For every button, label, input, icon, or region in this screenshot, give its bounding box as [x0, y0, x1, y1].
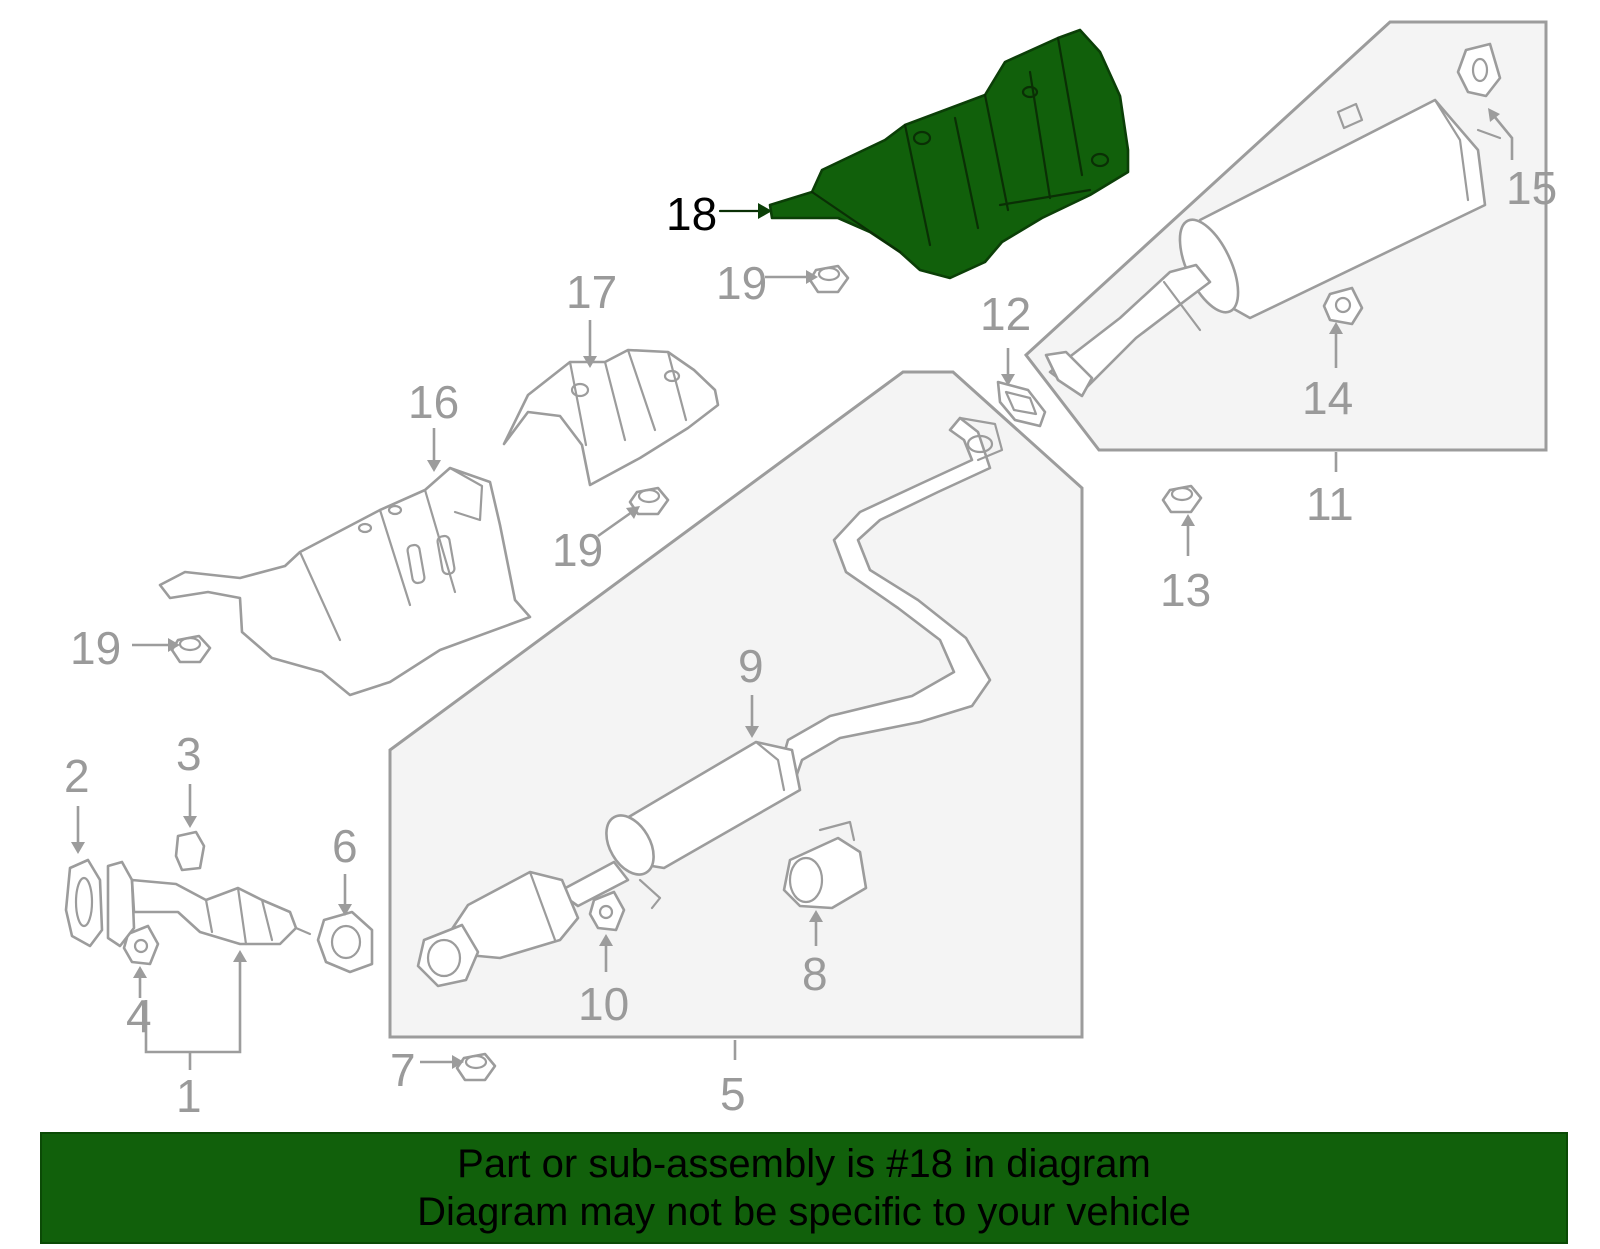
- callout-15[interactable]: 15: [1506, 162, 1557, 214]
- callout-18[interactable]: 18: [666, 188, 717, 240]
- callout-19-middle[interactable]: 19: [552, 524, 603, 576]
- part-2-gasket[interactable]: [64, 858, 104, 948]
- callout-4[interactable]: 4: [126, 990, 152, 1042]
- catalytic-converter[interactable]: [416, 870, 580, 988]
- callout-labels: 18 19 17 16 19 19 12 15 14 11 13 9 8 10 …: [64, 162, 1557, 1122]
- part-18-heat-shield[interactable]: [768, 28, 1130, 280]
- part-14-hanger[interactable]: [1322, 286, 1364, 326]
- part-3-nut[interactable]: [174, 830, 206, 872]
- part-1-front-pipe[interactable]: [106, 860, 312, 948]
- callout-12[interactable]: 12: [980, 288, 1031, 340]
- callout-2[interactable]: 2: [64, 750, 90, 802]
- group-panel-5: [388, 370, 1084, 1039]
- callout-8[interactable]: 8: [802, 948, 828, 1000]
- callout-14[interactable]: 14: [1302, 372, 1353, 424]
- callout-16[interactable]: 16: [408, 376, 459, 428]
- callout-9[interactable]: 9: [738, 640, 764, 692]
- part-16-heat-shield[interactable]: [158, 466, 532, 697]
- part-12-gasket[interactable]: [996, 380, 1047, 428]
- part-11-muffler[interactable]: [1044, 98, 1502, 398]
- leader-lines: [71, 108, 1514, 1070]
- part-10-hanger[interactable]: [588, 890, 626, 932]
- part-17-heat-shield[interactable]: [502, 348, 720, 487]
- callout-17[interactable]: 17: [566, 266, 617, 318]
- part-19-nut-lower[interactable]: [170, 634, 212, 664]
- callout-5[interactable]: 5: [720, 1068, 746, 1120]
- part-6-gasket[interactable]: [316, 910, 374, 974]
- part-7-nut[interactable]: [455, 1052, 497, 1082]
- part-15-hanger[interactable]: [1456, 42, 1502, 98]
- callout-3[interactable]: 3: [176, 728, 202, 780]
- callout-19-lower[interactable]: 19: [70, 622, 121, 674]
- callout-1[interactable]: 1: [176, 1070, 202, 1122]
- part-19-nut-middle[interactable]: [628, 486, 670, 516]
- part-13-nut[interactable]: [1161, 484, 1203, 514]
- info-banner: Part or sub-assembly is #18 in diagram D…: [40, 1132, 1568, 1244]
- part-19-nut-upper[interactable]: [808, 264, 850, 294]
- part-9-resonator[interactable]: [556, 740, 802, 910]
- part-4-hanger[interactable]: [122, 924, 160, 966]
- callout-6[interactable]: 6: [332, 820, 358, 872]
- part-8-clamp[interactable]: [782, 820, 868, 910]
- banner-line-part-number: Part or sub-assembly is #18 in diagram: [457, 1142, 1151, 1186]
- callout-10[interactable]: 10: [578, 978, 629, 1030]
- callout-7[interactable]: 7: [390, 1044, 416, 1096]
- callout-13[interactable]: 13: [1160, 564, 1211, 616]
- callout-11[interactable]: 11: [1306, 478, 1354, 530]
- banner-line-disclaimer: Diagram may not be specific to your vehi…: [417, 1190, 1191, 1234]
- callout-19-upper[interactable]: 19: [716, 257, 767, 309]
